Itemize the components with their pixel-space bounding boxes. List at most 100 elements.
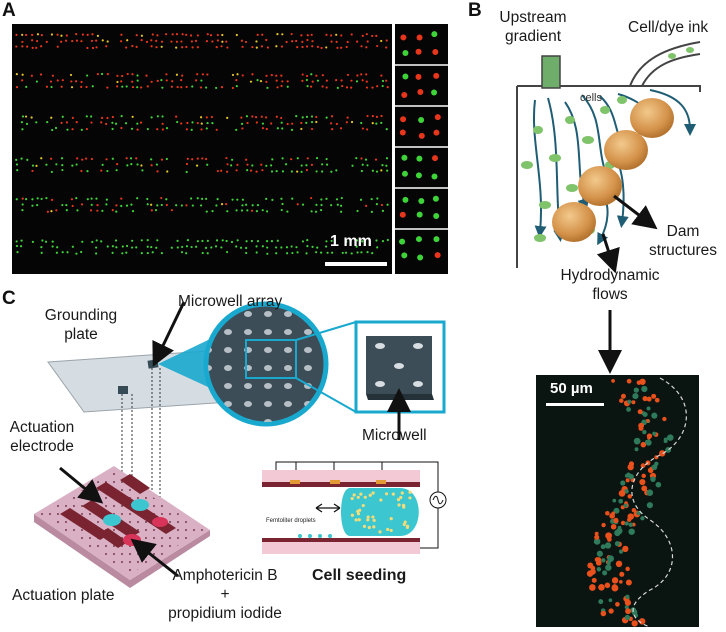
array-spot <box>381 209 385 212</box>
array-spot <box>16 169 19 172</box>
micrograph-cell <box>627 513 634 520</box>
top-plate <box>262 470 420 482</box>
array-spot <box>216 169 220 173</box>
micrograph-scale-bar <box>546 403 604 406</box>
array-spot <box>156 204 159 207</box>
array-spot <box>126 39 129 42</box>
array-spot <box>381 240 385 243</box>
array-spot <box>281 33 284 36</box>
array-spot <box>340 34 343 37</box>
femtoliter-droplet <box>308 534 312 538</box>
array-spot <box>226 210 229 213</box>
array-spot <box>365 128 369 131</box>
array-spot <box>170 209 173 212</box>
array-spot <box>235 245 238 248</box>
array-spot <box>285 40 288 44</box>
array-spot <box>206 33 209 36</box>
zoom-spot <box>417 254 424 261</box>
micrograph-cell <box>611 511 616 516</box>
array-spot <box>276 239 279 242</box>
array-spot <box>85 157 88 160</box>
array-spot <box>111 115 114 119</box>
array-spot <box>310 210 313 213</box>
micrograph-cell <box>624 489 629 494</box>
flow-line <box>649 89 696 136</box>
array-spot <box>106 116 109 120</box>
array-spot <box>380 169 383 172</box>
array-spot <box>280 197 283 200</box>
array-spot <box>311 80 314 83</box>
zoom-spot <box>431 89 438 96</box>
array-spot <box>180 40 183 43</box>
array-spot <box>276 127 279 130</box>
array-spot <box>305 252 308 255</box>
array-spot <box>344 251 348 254</box>
array-spot <box>291 40 294 43</box>
array-spot <box>121 85 124 88</box>
array-spot <box>160 196 163 200</box>
femtoliter-label: Femtoliter droplets <box>266 518 316 524</box>
zoom-spot <box>433 236 440 243</box>
micrograph-cell <box>655 481 662 488</box>
array-spot <box>286 122 289 126</box>
array-spot <box>270 122 273 125</box>
array-spot <box>341 251 344 255</box>
array-spot <box>91 85 94 88</box>
array-spot <box>124 122 128 125</box>
array-spot <box>255 46 258 49</box>
zoom-spot <box>415 73 422 80</box>
array-spot <box>210 246 213 249</box>
array-spot <box>161 86 164 89</box>
micrograph-cell <box>628 528 635 535</box>
array-spot <box>25 122 29 125</box>
array-spot <box>296 203 299 206</box>
array-spot <box>180 204 183 207</box>
array-spot <box>196 46 199 49</box>
micrograph-cell <box>631 620 638 627</box>
array-spot <box>225 239 228 243</box>
array-spot <box>186 121 189 125</box>
zoom-spot <box>401 154 408 161</box>
array-spot <box>240 122 244 125</box>
array-spot <box>121 252 124 255</box>
array-spot <box>255 170 258 173</box>
array-spot <box>270 164 273 167</box>
array-spot <box>371 252 374 255</box>
array-spot <box>361 79 364 82</box>
micrograph-cell <box>627 399 632 404</box>
array-spot <box>331 251 334 254</box>
zoom-spot <box>402 50 409 57</box>
actuation-electrode-line2: electrode <box>10 438 74 455</box>
array-spot <box>40 157 43 160</box>
array-spot <box>385 128 388 131</box>
dam-structure <box>630 98 674 138</box>
array-spot <box>275 79 278 82</box>
array-spot <box>361 240 364 243</box>
dam-structure <box>552 202 596 242</box>
array-spot <box>350 120 354 124</box>
array-spot <box>190 197 193 200</box>
array-spot <box>181 33 184 36</box>
array-spot <box>125 157 128 160</box>
array-spot <box>155 163 159 166</box>
array-spot <box>206 163 209 166</box>
array-spot <box>265 116 268 119</box>
array-spot <box>35 80 39 83</box>
upstream-line2: gradient <box>504 28 561 45</box>
array-spot <box>21 203 24 206</box>
array-spot <box>316 45 320 48</box>
micrograph-cell <box>608 598 613 603</box>
array-spot <box>111 245 114 248</box>
array-spot <box>111 251 114 255</box>
array-spot <box>305 121 308 124</box>
array-spot <box>221 33 224 37</box>
array-spot <box>356 209 359 213</box>
dam-line2: structures <box>648 242 718 259</box>
cell <box>534 234 546 242</box>
electrode <box>120 474 150 494</box>
array-spot <box>120 80 123 83</box>
array-spot <box>321 163 324 166</box>
array-spot <box>355 80 359 83</box>
reagent-droplet <box>123 534 141 546</box>
